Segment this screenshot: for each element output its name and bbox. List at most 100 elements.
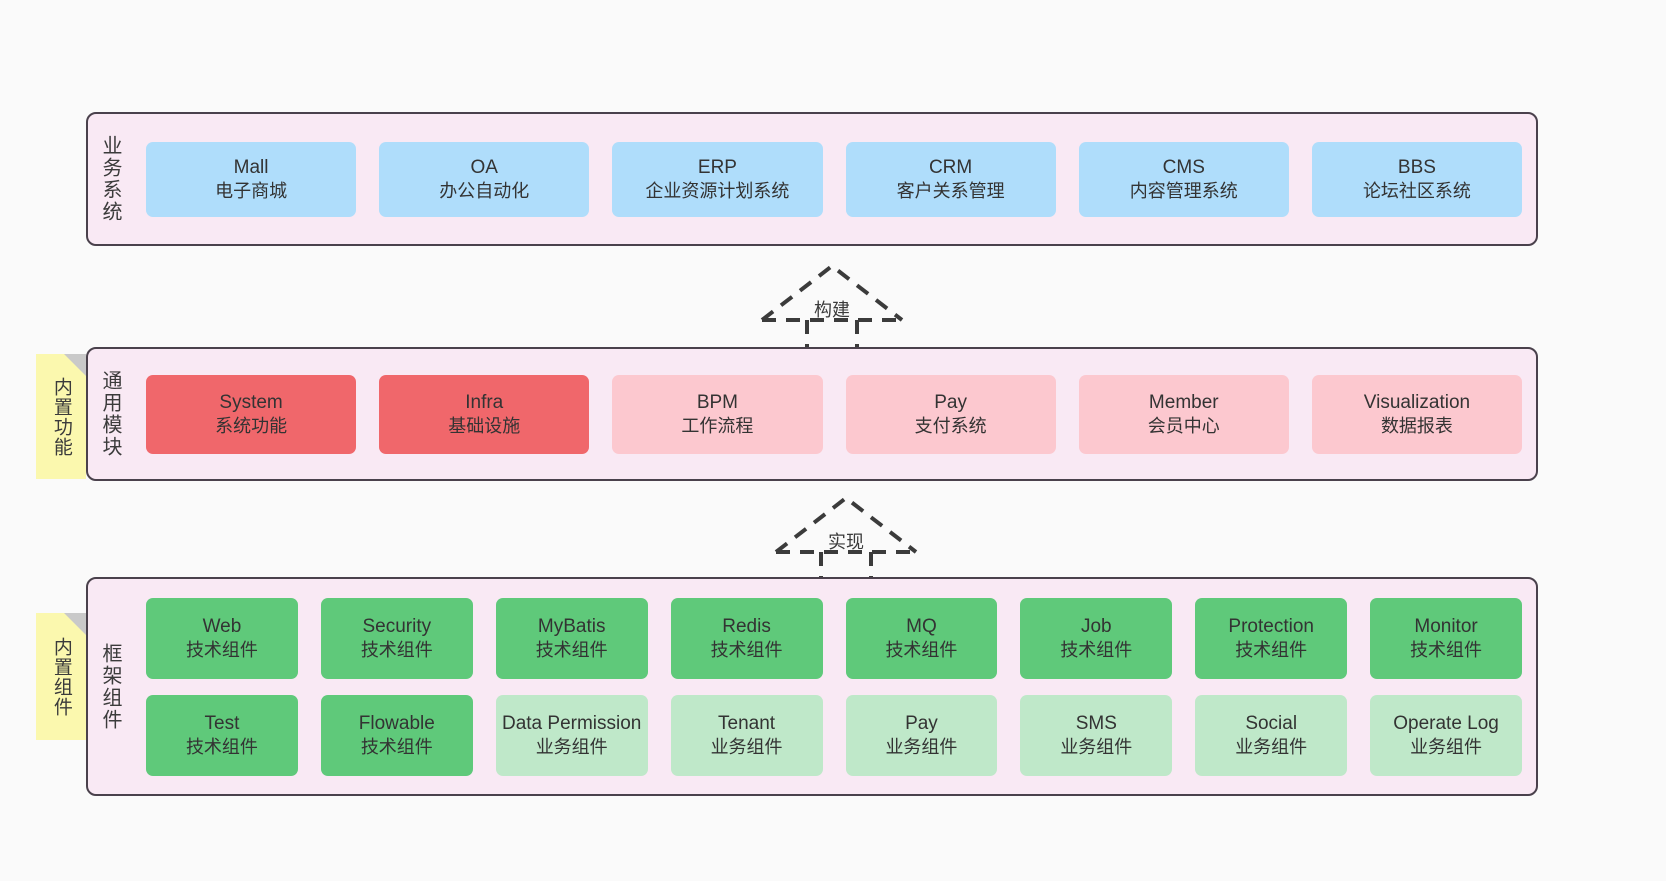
card-title: Pay [905,712,938,734]
connector-implement: 实现 [766,492,966,584]
card-redis[interactable]: Redis 技术组件 [670,597,823,679]
card-system[interactable]: System 系统功能 [146,374,357,454]
card-mq[interactable]: MQ 技术组件 [845,597,998,679]
card-subtitle: 办公自动化 [439,180,530,201]
card-protection[interactable]: Protection 技术组件 [1195,597,1348,679]
card-title: Flowable [358,712,435,734]
card-title: CMS [1162,156,1205,178]
connector-implement-label: 实现 [828,532,864,552]
card-title: Protection [1228,615,1314,637]
card-title: BPM [696,391,739,413]
card-title: Tenant [718,712,776,734]
sticky-note-builtin-function: 内置功能 [36,354,86,479]
card-title: Operate Log [1393,712,1499,734]
card-monitor[interactable]: Monitor 技术组件 [1370,597,1522,679]
card-subtitle: 技术组件 [535,639,608,660]
card-subtitle: 业务组件 [885,736,958,757]
sticky-fold-icon [64,354,86,376]
card-mall[interactable]: Mall 电子商城 [146,141,357,217]
card-subtitle: 电子商城 [215,180,288,201]
card-crm[interactable]: CRM 客户关系管理 [845,141,1056,217]
layer-framework-component: 框架组件 Web 技术组件 Security 技术组件 MyBatis 技术组件… [86,577,1538,796]
framework-tech-row: Web 技术组件 Security 技术组件 MyBatis 技术组件 Redi… [146,597,1522,679]
card-oa[interactable]: OA 办公自动化 [379,141,590,217]
card-pay-business[interactable]: Pay 业务组件 [845,694,998,776]
card-title: Visualization [1363,391,1471,413]
card-title: Infra [465,391,504,413]
layer-common-body: System 系统功能 Infra 基础设施 BPM 工作流程 Pay 支付系统… [132,349,1536,479]
card-security[interactable]: Security 技术组件 [320,597,473,679]
card-subtitle: 技术组件 [185,639,258,660]
card-subtitle: 论坛社区系统 [1362,180,1471,201]
card-cms[interactable]: CMS 内容管理系统 [1078,141,1289,217]
generalization-arrow-icon [774,495,918,584]
card-sms[interactable]: SMS 业务组件 [1020,694,1173,776]
card-data-permission[interactable]: Data Permission 业务组件 [495,694,648,776]
card-title: Mall [233,156,269,178]
card-web[interactable]: Web 技术组件 [146,597,298,679]
card-subtitle: 技术组件 [1235,639,1308,660]
card-subtitle: 技术组件 [185,736,258,757]
card-job[interactable]: Job 技术组件 [1020,597,1173,679]
card-subtitle: 技术组件 [360,736,433,757]
card-title: Job [1080,615,1112,637]
card-subtitle: 数据报表 [1380,415,1453,436]
card-subtitle: 支付系统 [914,415,987,436]
card-erp[interactable]: ERP 企业资源计划系统 [612,141,823,217]
sticky-note-label: 内置功能 [50,376,72,457]
sticky-note-label: 内置组件 [50,636,72,717]
card-subtitle: 业务组件 [535,736,608,757]
card-member[interactable]: Member 会员中心 [1078,374,1289,454]
layer-business-system: 业务系统 Mall 电子商城 OA 办公自动化 ERP 企业资源计划系统 CRM… [86,112,1538,246]
card-infra[interactable]: Infra 基础设施 [379,374,590,454]
card-mybatis[interactable]: MyBatis 技术组件 [495,597,648,679]
card-operate-log[interactable]: Operate Log 业务组件 [1370,694,1522,776]
framework-business-row: Test 技术组件 Flowable 技术组件 Data Permission … [146,694,1522,776]
card-subtitle: 会员中心 [1147,415,1220,436]
card-subtitle: 技术组件 [1410,639,1483,660]
card-subtitle: 业务组件 [710,736,783,757]
card-title: OA [470,156,498,178]
card-title: SMS [1075,712,1117,734]
sticky-note-builtin-component: 内置组件 [36,613,86,740]
card-subtitle: 企业资源计划系统 [645,180,790,201]
card-title: Social [1245,712,1298,734]
card-pay[interactable]: Pay 支付系统 [845,374,1056,454]
card-subtitle: 基础设施 [448,415,521,436]
common-card-row: System 系统功能 Infra 基础设施 BPM 工作流程 Pay 支付系统… [146,374,1523,454]
card-bpm[interactable]: BPM 工作流程 [612,374,823,454]
card-title: Security [362,615,432,637]
card-subtitle: 业务组件 [1410,736,1483,757]
card-subtitle: 工作流程 [681,415,754,436]
card-subtitle: 系统功能 [215,415,288,436]
generalization-arrow-icon [760,263,904,352]
card-subtitle: 技术组件 [360,639,433,660]
card-title: MyBatis [537,615,606,637]
card-subtitle: 技术组件 [885,639,958,660]
card-test[interactable]: Test 技术组件 [146,694,298,776]
card-title: BBS [1397,156,1436,178]
card-title: CRM [928,156,973,178]
card-title: Member [1148,391,1219,413]
card-bbs[interactable]: BBS 论坛社区系统 [1311,141,1523,217]
layer-business-body: Mall 电子商城 OA 办公自动化 ERP 企业资源计划系统 CRM 客户关系… [132,114,1536,244]
card-title: Pay [934,391,967,413]
business-card-row: Mall 电子商城 OA 办公自动化 ERP 企业资源计划系统 CRM 客户关系… [146,141,1523,217]
card-tenant[interactable]: Tenant 业务组件 [670,694,823,776]
card-subtitle: 技术组件 [710,639,783,660]
card-title: System [219,391,283,413]
connector-build: 构建 [752,260,952,352]
layer-framework-title: 框架组件 [99,642,121,731]
card-visualization[interactable]: Visualization 数据报表 [1311,374,1523,454]
sticky-fold-icon [64,613,86,635]
layer-framework-body: Web 技术组件 Security 技术组件 MyBatis 技术组件 Redi… [132,579,1536,794]
card-title: Web [202,615,242,637]
layer-common-title: 通用模块 [99,370,121,458]
card-social[interactable]: Social 业务组件 [1195,694,1348,776]
card-title: Monitor [1414,615,1478,637]
card-title: ERP [697,156,737,178]
card-title: Redis [722,615,771,637]
card-flowable[interactable]: Flowable 技术组件 [320,694,473,776]
card-subtitle: 技术组件 [1060,639,1133,660]
card-title: Test [204,712,240,734]
